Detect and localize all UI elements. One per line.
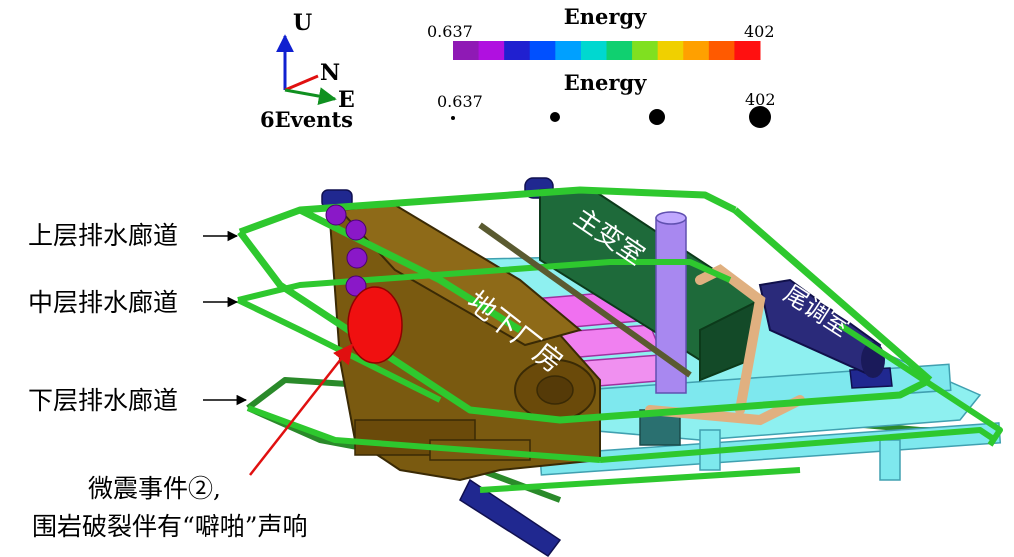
size-scale-legend: Energy 0.637 402 — [437, 70, 776, 128]
size-dot-2 — [550, 112, 560, 122]
color-swatch — [708, 41, 735, 60]
north-axis — [284, 74, 319, 92]
cavern-model: 地下厂房 主变室 尾调室 — [236, 177, 1003, 557]
color-scale-bar — [453, 41, 761, 60]
dark-blue-tunnels — [321, 177, 893, 557]
lower-tunnel-front — [246, 405, 997, 493]
east-axis — [284, 87, 337, 105]
seismic-event — [345, 219, 367, 241]
size-dot-1 — [451, 116, 455, 120]
color-scale-min: 0.637 — [427, 22, 473, 41]
axes-indicator: U N E 6Events — [260, 10, 355, 132]
event-count: 6Events — [260, 107, 353, 132]
lower-tunnel-label: 下层排水廊道 — [28, 386, 178, 415]
color-swatch — [657, 41, 684, 60]
color-scale-title: Energy — [564, 4, 647, 29]
color-swatch — [453, 41, 480, 60]
color-swatch — [632, 41, 659, 60]
seismic-event — [346, 247, 368, 269]
color-swatch — [580, 41, 607, 60]
annotations: 上层排水廊道 中层排水廊道 下层排水廊道 微震事件②, 围岩破裂伴有“噼啪”声响 — [28, 221, 354, 541]
seismic-events — [325, 204, 403, 364]
event-pointer-arrow — [249, 343, 354, 476]
color-swatch — [504, 41, 531, 60]
olive-tunnel — [478, 222, 692, 378]
event-annotation-line1: 微震事件②, — [88, 474, 221, 503]
size-dot-4 — [749, 106, 771, 128]
color-swatch — [478, 41, 505, 60]
up-axis-label: U — [293, 10, 312, 36]
size-scale-min: 0.637 — [437, 92, 483, 111]
color-scale-legend: Energy 0.637 402 — [427, 4, 775, 60]
seismic-event-2 — [347, 286, 403, 364]
size-scale-max: 402 — [745, 90, 776, 109]
color-swatch — [734, 41, 761, 60]
color-swatch — [683, 41, 710, 60]
east-axis-label: E — [338, 87, 355, 113]
size-dot-3 — [649, 109, 665, 125]
event-annotation-line2: 围岩破裂伴有“噼啪”声响 — [32, 512, 308, 541]
seismic-event — [325, 204, 347, 226]
north-axis-label: N — [320, 60, 340, 86]
middle-tunnel-label: 中层排水廊道 — [28, 288, 178, 317]
upper-tunnel-label: 上层排水廊道 — [28, 221, 178, 250]
color-swatch — [606, 41, 633, 60]
color-scale-max: 402 — [744, 22, 775, 41]
upper-tunnel — [237, 186, 933, 424]
size-scale-title: Energy — [564, 70, 647, 95]
color-swatch — [529, 41, 556, 60]
color-swatch — [555, 41, 582, 60]
seismic-event — [345, 275, 367, 297]
